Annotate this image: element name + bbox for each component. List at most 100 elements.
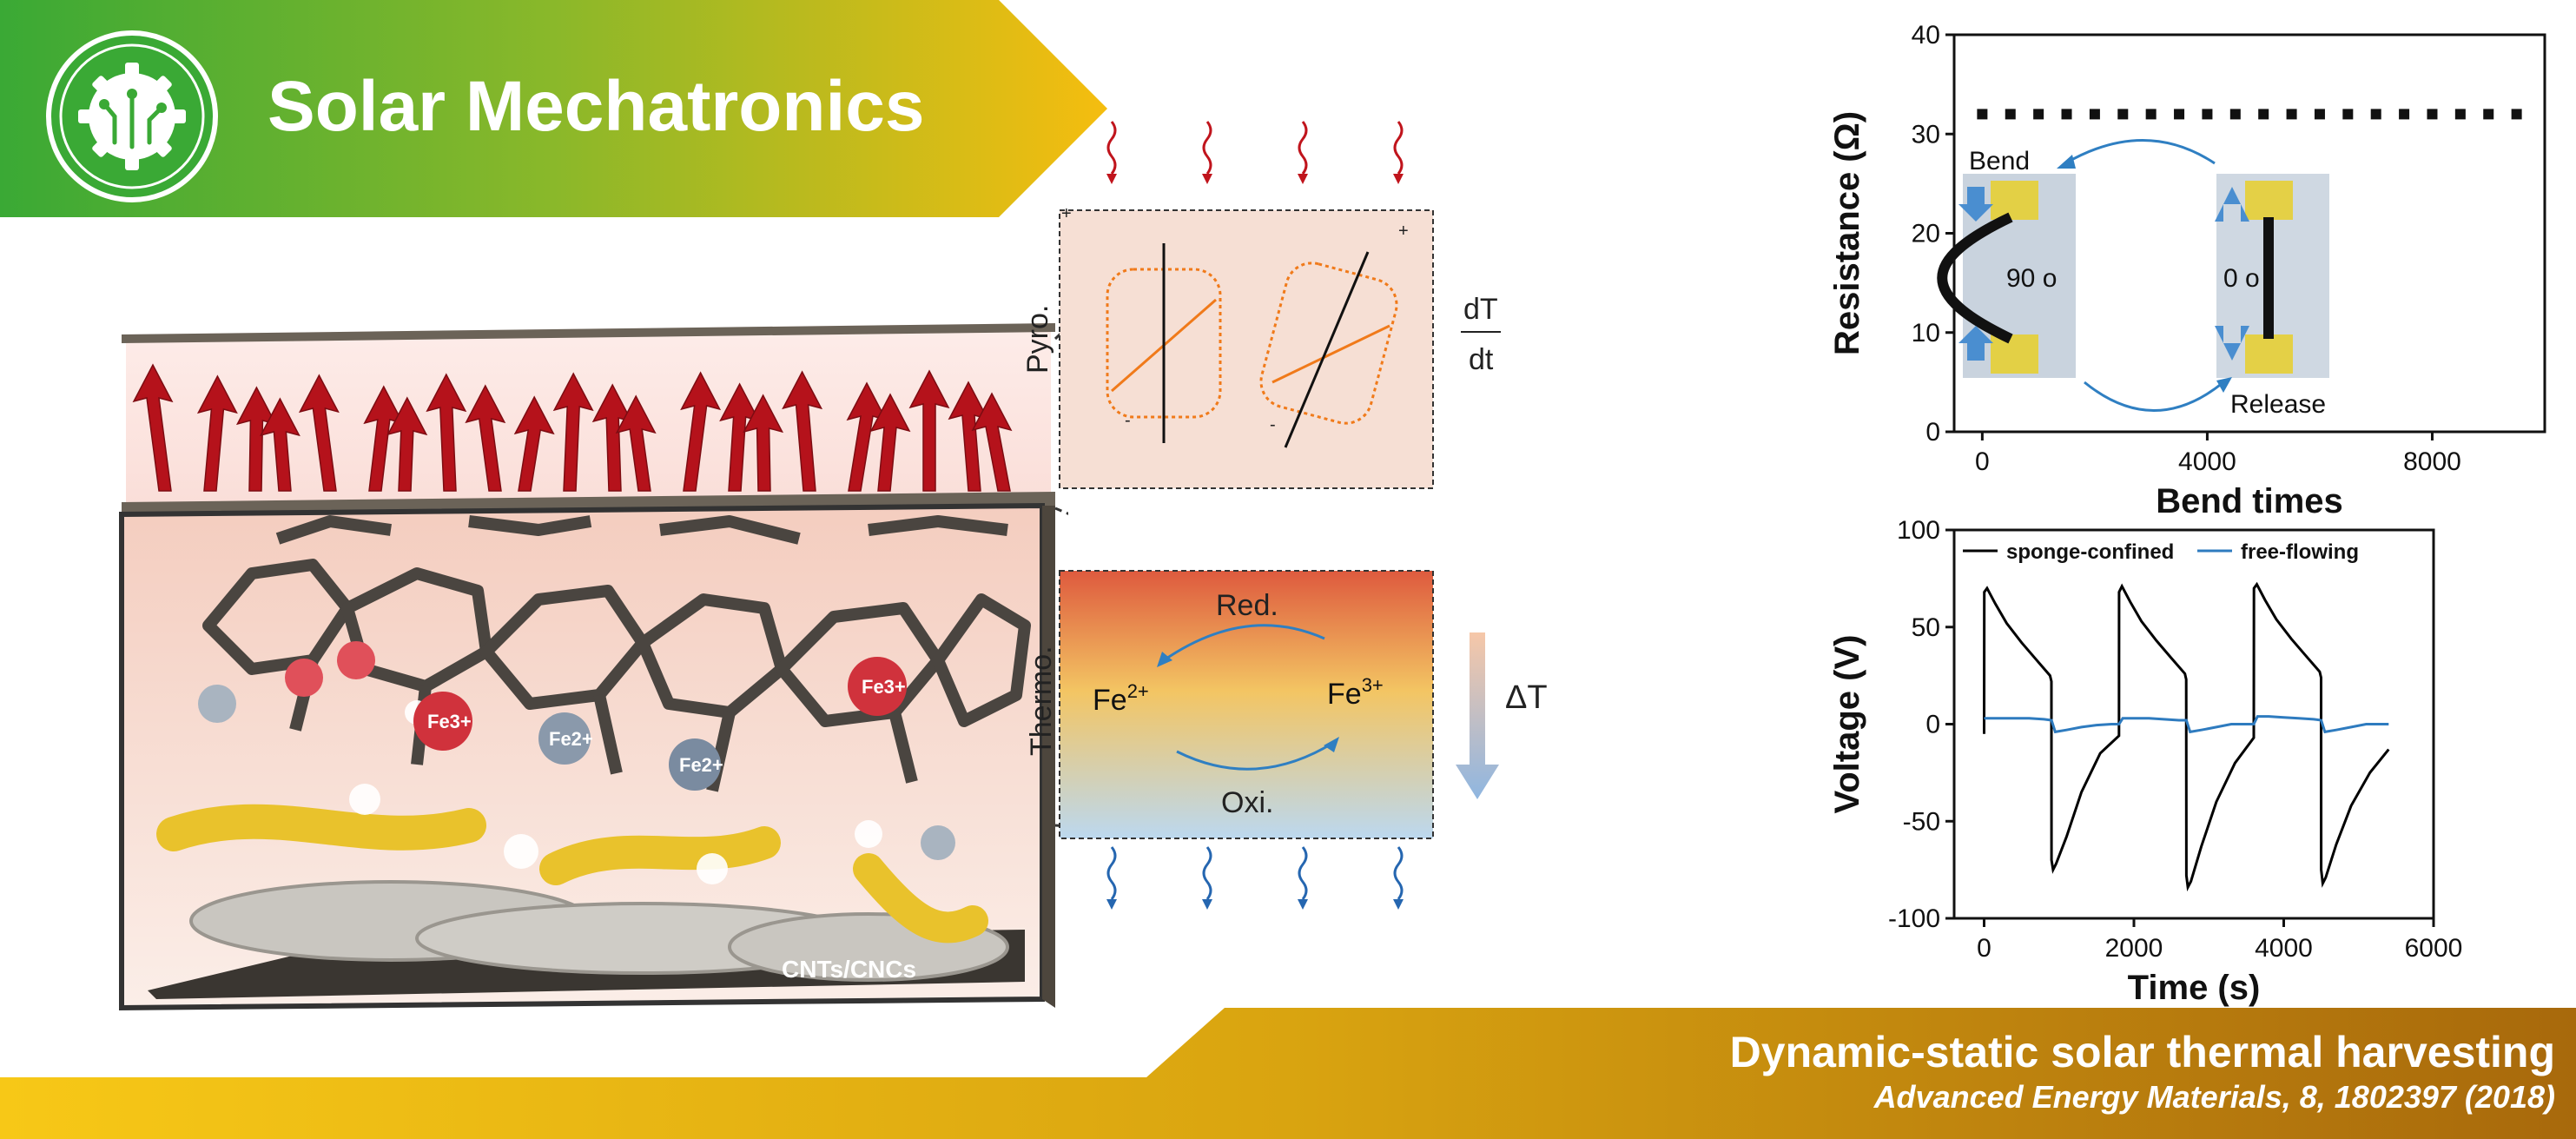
reduction-label: Red.: [1216, 589, 1278, 622]
mechanism-panels: Pyro. + - + - dT dt Thermo. Red. Oxi. Fe…: [1025, 121, 1548, 910]
ion-label: Fe2+: [679, 754, 723, 776]
x-tick-label: 0: [1975, 447, 1990, 476]
x-tick-label: 6000: [2405, 934, 2463, 963]
ion-spheres: [198, 641, 955, 860]
y-tick-label: -100: [1888, 904, 1940, 933]
data-point: [2454, 109, 2466, 120]
x-axis-label: Bend times: [2156, 482, 2343, 520]
dipole-diagram-left: [1106, 243, 1222, 443]
footer-citation: Advanced Energy Materials, 8, 1802397 (2…: [1873, 1079, 2555, 1115]
data-point: [2314, 109, 2325, 120]
polarization-arrow: [743, 394, 784, 492]
y-tick-label: 50: [1912, 613, 1940, 642]
x-tick-label: 4000: [2255, 934, 2313, 963]
temperature-gradient-arrow: [1456, 632, 1499, 799]
data-point: [2061, 109, 2072, 120]
x-tick-label: 0: [1977, 934, 1991, 963]
legend-label: free-flowing: [2241, 540, 2359, 564]
polarization-arrow: [465, 384, 506, 492]
polarization-arrow: [948, 381, 989, 492]
top-banner: [0, 0, 1107, 217]
ion-label: Fe3+: [862, 676, 906, 698]
y-axis-label: Voltage (V): [1828, 635, 1866, 814]
delta-t-label: ΔT: [1505, 679, 1548, 716]
page-title: Solar Mechatronics: [268, 67, 925, 146]
release-label: Release: [2230, 390, 2326, 419]
ion-fe3-left: [413, 692, 472, 751]
cnt-bundles: [156, 804, 1009, 982]
bend-label: Bend: [1969, 147, 2030, 175]
thermo-label: Thermo.: [1025, 646, 1058, 756]
data-point: [2258, 109, 2269, 120]
device-illustration: Fe3+ Fe2+ Fe2+ Fe3+ CNTs/CNCs: [119, 323, 1068, 1011]
legend-label: sponge-confined: [2006, 540, 2174, 564]
polarization-arrow: [719, 382, 761, 492]
y-tick-label: 100: [1897, 516, 1940, 545]
polarization-arrow: [846, 381, 888, 492]
fe2-label: Fe2+: [1093, 680, 1149, 717]
ion-fe3-right: [848, 657, 907, 716]
polarization-arrow: [513, 395, 555, 492]
y-tick-label: 20: [1912, 220, 1940, 248]
y-tick-label: 30: [1912, 120, 1940, 149]
bend-inset: 90 o Bend: [1937, 147, 2076, 378]
outgoing-radiation-icons: [1106, 846, 1404, 900]
polarization-arrow: [782, 370, 823, 492]
oxidation-label: Oxi.: [1221, 786, 1273, 819]
data-point: [2229, 109, 2241, 120]
charge-plus: +: [1398, 222, 1409, 241]
polarization-arrow: [615, 394, 657, 492]
bend-cycle-arrow: [2064, 139, 2216, 165]
y-tick-label: -50: [1903, 807, 1940, 836]
data-point: [2483, 109, 2494, 120]
cnt-cnc-label: CNTs/CNCs: [782, 956, 916, 983]
incoming-radiation-icons: [1106, 121, 1404, 175]
pyro-label: Pyro.: [1025, 305, 1054, 374]
polarization-arrow: [908, 369, 950, 492]
data-point: [1977, 109, 1988, 120]
polarization-arrow: [971, 392, 1013, 492]
data-point: [2174, 109, 2185, 120]
polarization-arrow: [235, 386, 277, 492]
data-point: [2286, 109, 2297, 120]
ion-label: Fe3+: [427, 711, 472, 732]
x-tick-label: 4000: [2178, 447, 2236, 476]
release-inset: 0 o Release: [2215, 174, 2329, 419]
data-point: [2342, 109, 2354, 120]
data-point: [2370, 109, 2381, 120]
rate-numerator: dT: [1463, 293, 1498, 326]
y-axis-label: Resistance (Ω): [1828, 111, 1866, 355]
data-point: [2005, 109, 2016, 120]
pyro-layer: [126, 323, 1051, 504]
thermo-panel: [1059, 570, 1434, 839]
ion-fe2-right: [669, 738, 721, 791]
top-electrode: [122, 323, 1055, 343]
charge-minus: -: [1270, 415, 1276, 434]
fe3-label: Fe3+: [1327, 674, 1384, 711]
polarization-arrow: [363, 385, 405, 492]
polarization-arrow: [132, 363, 174, 492]
polarization-arrow: [298, 374, 340, 492]
polarization-arrow: [552, 372, 594, 492]
data-point: [2511, 109, 2522, 120]
polarization-arrow: [869, 393, 911, 492]
angle-flat-label: 0 o: [2223, 264, 2260, 293]
x-axis-label: Time (s): [2128, 969, 2261, 1007]
charge-minus: -: [1125, 411, 1131, 430]
polarization-arrow: [680, 371, 722, 492]
polarization-arrow: [426, 373, 467, 492]
series-line-free-flowing: [1984, 715, 2389, 734]
sponge-network: [202, 515, 1031, 792]
y-tick-label: 0: [1925, 711, 1940, 739]
reduction-arrow: [1163, 624, 1325, 662]
charge-plus: +: [1061, 204, 1072, 223]
data-point: [2427, 109, 2438, 120]
pyro-panel: [1059, 209, 1434, 489]
polarization-arrow: [591, 383, 633, 492]
data-point: [2117, 109, 2129, 120]
angle-bent-label: 90 o: [2006, 264, 2057, 293]
y-tick-label: 10: [1912, 319, 1940, 348]
middle-electrode: [122, 492, 1055, 514]
